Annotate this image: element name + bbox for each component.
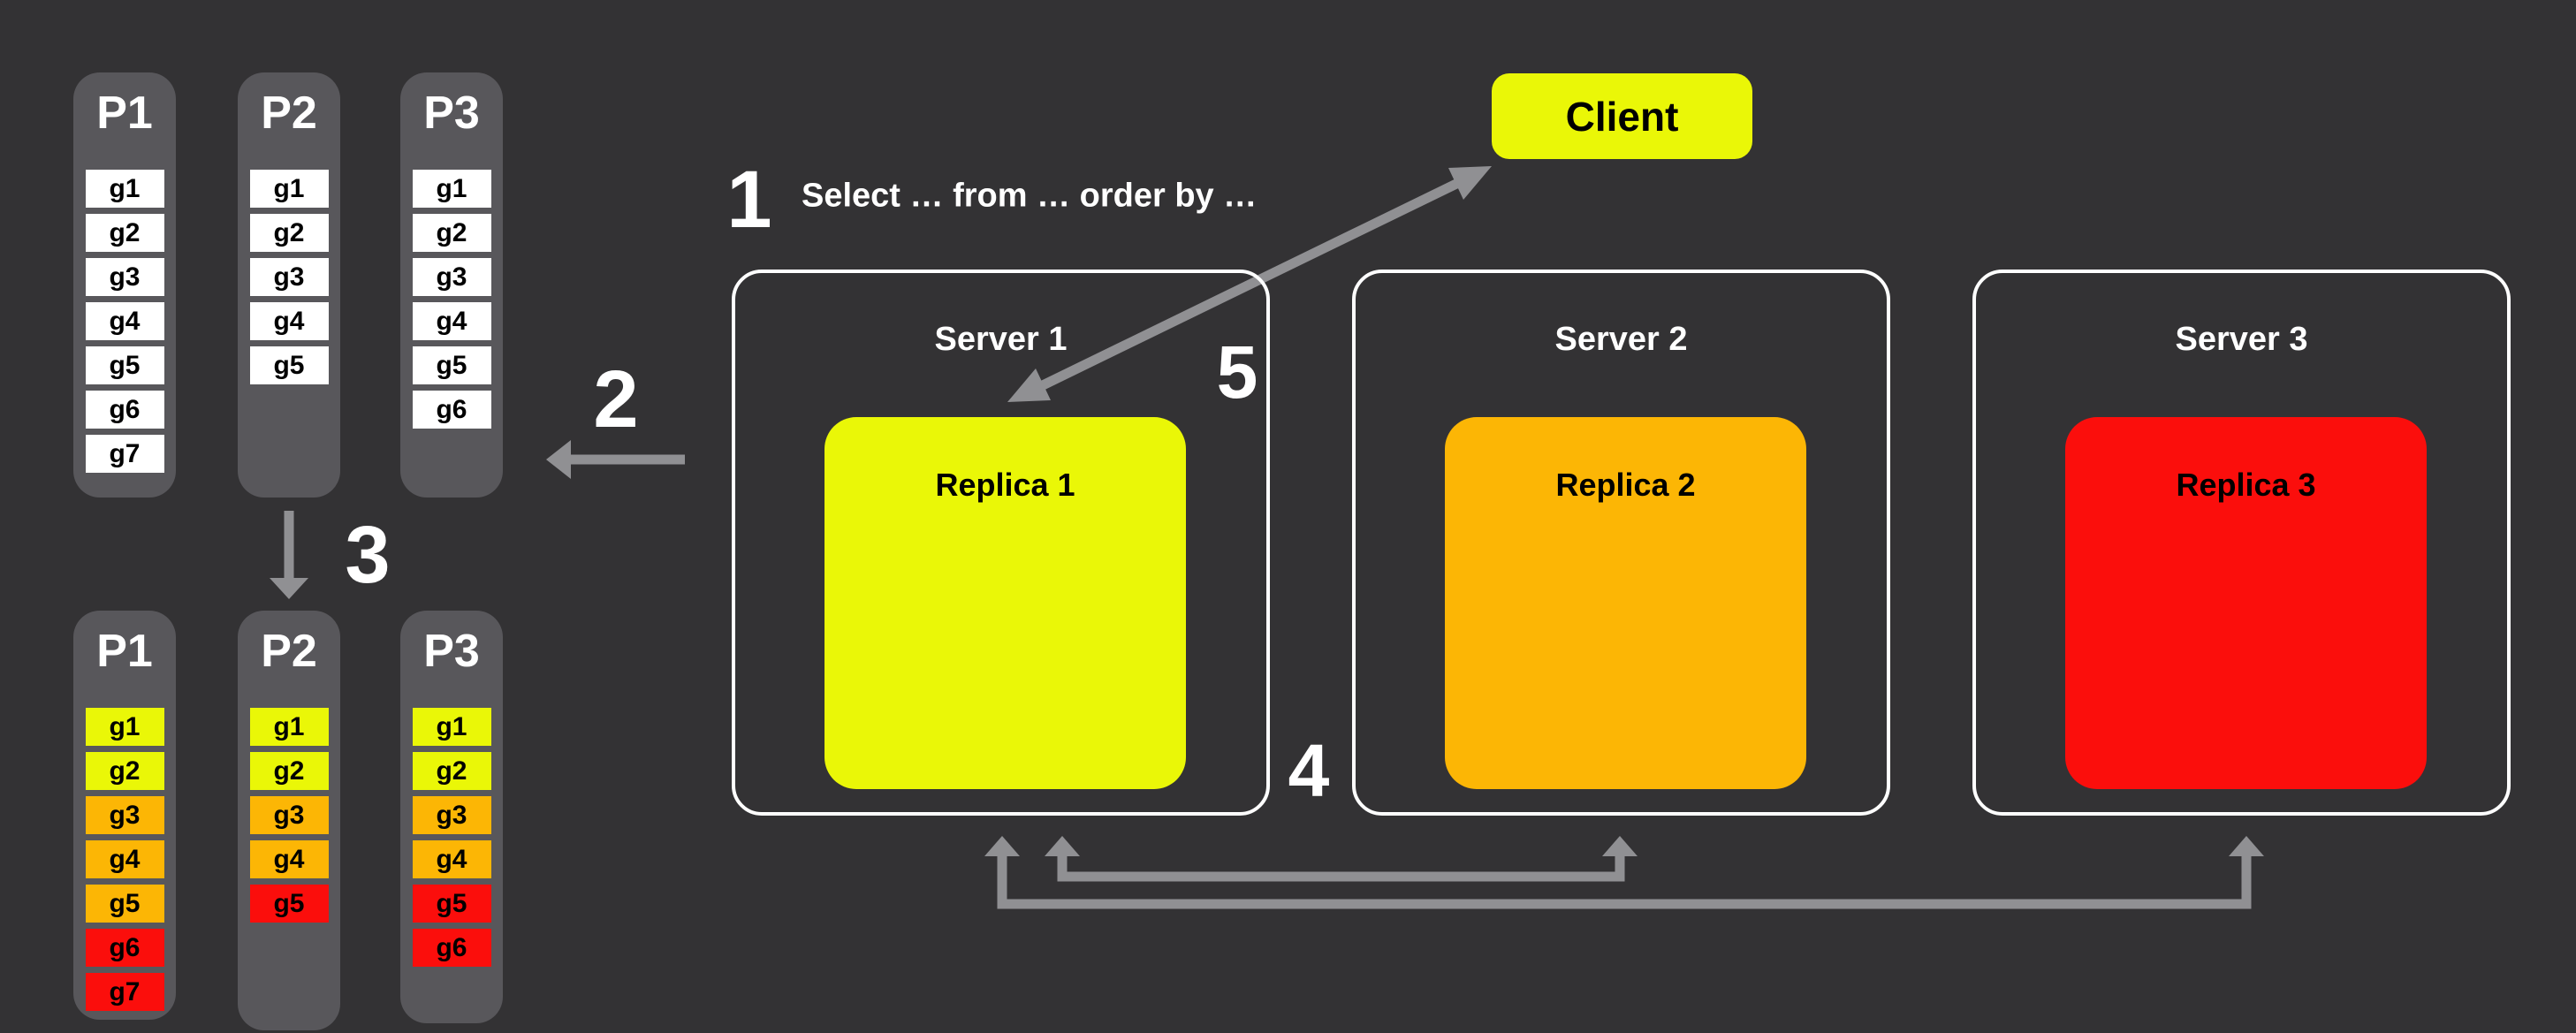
partition-cell: g2 bbox=[249, 214, 329, 252]
partition-cell: g6 bbox=[412, 391, 491, 429]
replica-2-label: Replica 2 bbox=[1555, 467, 1696, 503]
partition-cell: g7 bbox=[85, 435, 164, 473]
partition-cell: g3 bbox=[85, 796, 164, 834]
partition-cell: g1 bbox=[249, 708, 329, 746]
partition-column: P1 g1 g2 g3 g4 g5 g6 g7 bbox=[73, 72, 176, 498]
partition-cell: g3 bbox=[249, 796, 329, 834]
partition-label: P1 bbox=[96, 87, 153, 139]
partition-cell: g2 bbox=[85, 214, 164, 252]
replica-2-box: Replica 2 bbox=[1445, 417, 1806, 789]
step3-arrow bbox=[270, 511, 308, 599]
partition-column: P2 g1 g2 g3 g4 g5 bbox=[238, 611, 340, 1030]
partition-label: P3 bbox=[423, 626, 480, 677]
partition-cell: g2 bbox=[85, 752, 164, 790]
query-text: Select … from … order by … bbox=[802, 177, 1258, 215]
partition-cells: g1 g2 g3 g4 g5 g6 bbox=[400, 170, 503, 435]
step2-arrow bbox=[546, 440, 685, 479]
partition-column: P3 g1 g2 g3 g4 g5 g6 bbox=[400, 611, 503, 1023]
partition-column: P3 g1 g2 g3 g4 g5 g6 bbox=[400, 72, 503, 498]
partition-column: P2 g1 g2 g3 g4 g5 bbox=[238, 72, 340, 498]
partition-cell: g2 bbox=[412, 214, 491, 252]
partition-cells: g1 g2 g3 g4 g5 bbox=[238, 170, 340, 391]
partition-cell: g1 bbox=[249, 170, 329, 208]
partition-cell: g6 bbox=[412, 929, 491, 967]
partition-label: P3 bbox=[423, 87, 480, 139]
partition-cell: g3 bbox=[85, 258, 164, 296]
step4-connector-server1-server3 bbox=[984, 836, 2264, 909]
partition-cell: g7 bbox=[85, 973, 164, 1011]
partition-cell: g1 bbox=[412, 170, 491, 208]
replica-3-box: Replica 3 bbox=[2065, 417, 2427, 789]
step4-connector-server1-server2 bbox=[1045, 836, 1638, 882]
partition-cell: g4 bbox=[412, 840, 491, 878]
step1-number: 1 bbox=[726, 155, 772, 245]
partition-cell: g4 bbox=[85, 840, 164, 878]
replica-1-label: Replica 1 bbox=[935, 467, 1075, 503]
partition-cells: g1 g2 g3 g4 g5 g6 bbox=[400, 708, 503, 973]
partition-cell: g4 bbox=[249, 302, 329, 340]
step2-number: 2 bbox=[593, 354, 639, 444]
partition-cell: g5 bbox=[412, 346, 491, 384]
partition-label: P1 bbox=[96, 626, 153, 677]
partition-cell: g5 bbox=[249, 885, 329, 923]
partition-cells: g1 g2 g3 g4 g5 g6 g7 bbox=[73, 170, 176, 479]
partition-cell: g3 bbox=[412, 258, 491, 296]
client-box: Client bbox=[1492, 73, 1752, 159]
replica-3-label: Replica 3 bbox=[2176, 467, 2316, 503]
partition-cell: g4 bbox=[85, 302, 164, 340]
partition-cell: g1 bbox=[85, 170, 164, 208]
step5-number: 5 bbox=[1216, 330, 1258, 414]
partition-label: P2 bbox=[261, 626, 317, 677]
partition-cell: g5 bbox=[85, 885, 164, 923]
partition-cell: g6 bbox=[85, 929, 164, 967]
partition-cell: g2 bbox=[249, 752, 329, 790]
partition-cell: g4 bbox=[412, 302, 491, 340]
partition-cell: g5 bbox=[412, 885, 491, 923]
server-2-box: Server 2 Replica 2 bbox=[1352, 270, 1890, 816]
partition-cell: g5 bbox=[249, 346, 329, 384]
partition-cell: g3 bbox=[249, 258, 329, 296]
partition-cell: g1 bbox=[85, 708, 164, 746]
partition-cell: g2 bbox=[412, 752, 491, 790]
partition-cell: g6 bbox=[85, 391, 164, 429]
partition-cells: g1 g2 g3 g4 g5 g6 g7 bbox=[73, 708, 176, 1017]
partition-cells: g1 g2 g3 g4 g5 bbox=[238, 708, 340, 929]
partition-cell: g3 bbox=[412, 796, 491, 834]
server-2-label: Server 2 bbox=[1554, 321, 1688, 358]
client-label: Client bbox=[1565, 93, 1679, 140]
server-1-label: Server 1 bbox=[934, 321, 1068, 358]
step3-number: 3 bbox=[345, 510, 391, 600]
server-3-label: Server 3 bbox=[2175, 321, 2308, 358]
partition-label: P2 bbox=[261, 87, 317, 139]
step4-number: 4 bbox=[1288, 729, 1330, 812]
replica-1-box: Replica 1 bbox=[824, 417, 1186, 789]
server-1-box: Server 1 Replica 1 bbox=[732, 270, 1270, 816]
partition-cell: g5 bbox=[85, 346, 164, 384]
partition-cell: g4 bbox=[249, 840, 329, 878]
partition-cell: g1 bbox=[412, 708, 491, 746]
partition-column: P1 g1 g2 g3 g4 g5 g6 g7 bbox=[73, 611, 176, 1020]
server-3-box: Server 3 Replica 3 bbox=[1972, 270, 2511, 816]
